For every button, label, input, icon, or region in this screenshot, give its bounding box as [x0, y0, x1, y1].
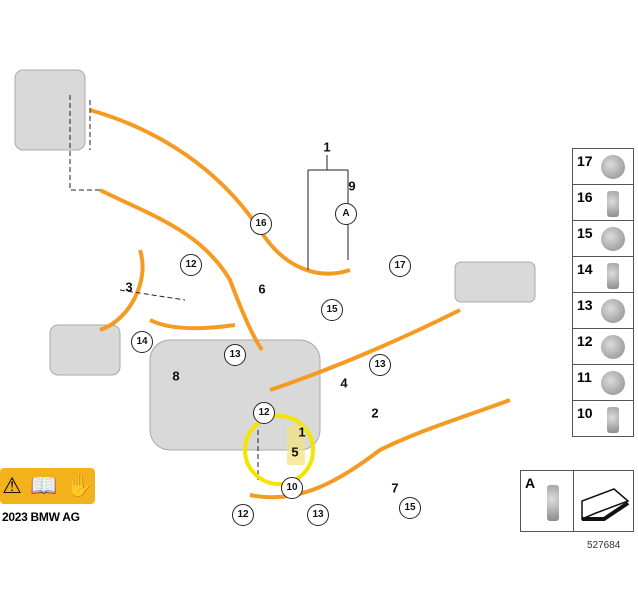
nut-icon [601, 155, 625, 179]
callout-9[interactable]: 9 [348, 178, 356, 194]
callout-3[interactable]: 3 [125, 279, 133, 295]
callout-17[interactable]: 17 [389, 255, 411, 277]
part-14[interactable]: 14 [573, 257, 633, 293]
part-a-label: A [525, 475, 536, 491]
part-a-row[interactable]: A [520, 470, 634, 532]
part-number: 15 [577, 225, 593, 241]
callout-4[interactable]: 4 [340, 375, 348, 391]
callout-16[interactable]: 16 [250, 213, 272, 235]
highlight-circle [243, 414, 315, 486]
part-number: 16 [577, 189, 593, 205]
part-16[interactable]: 16 [573, 185, 633, 221]
callout-6[interactable]: 6 [258, 281, 266, 297]
callout-10[interactable]: 10 [281, 477, 303, 499]
callout-8[interactable]: 8 [172, 368, 180, 384]
part-number: 14 [577, 261, 593, 277]
callout-12[interactable]: 12 [232, 504, 254, 526]
callout-15[interactable]: 15 [399, 497, 421, 519]
part-number: 12 [577, 333, 593, 349]
bolt-icon [607, 263, 619, 289]
arrow-icon [581, 488, 630, 521]
callout-5[interactable]: 5 [291, 444, 299, 460]
part-number: 11 [577, 369, 592, 385]
nut-icon [601, 299, 625, 323]
callout-13[interactable]: 13 [369, 354, 391, 376]
warning-label: ⚠ 📖 ✋ [0, 468, 95, 504]
callout-2[interactable]: 2 [371, 405, 379, 421]
callout-a[interactable]: A [335, 203, 357, 225]
callout-1[interactable]: 1 [298, 424, 306, 440]
stud-icon [607, 407, 619, 433]
part-15[interactable]: 15 [573, 221, 633, 257]
part-13[interactable]: 13 [573, 293, 633, 329]
callout-13[interactable]: 13 [307, 504, 329, 526]
callout-1[interactable]: 1 [323, 139, 331, 155]
transmission [149, 339, 321, 451]
nut-icon [601, 335, 625, 359]
part-number: 10 [577, 405, 593, 421]
callout-12[interactable]: 12 [180, 254, 202, 276]
electric-motor-unit [14, 69, 86, 151]
no-touch-icon: ✋ [65, 473, 93, 498]
part-number: 13 [577, 297, 593, 313]
bolt-icon [607, 191, 619, 217]
copyright: 2023 BMW AG [2, 510, 80, 524]
callout-15[interactable]: 15 [321, 299, 343, 321]
part-12[interactable]: 12 [573, 329, 633, 365]
callout-12[interactable]: 12 [253, 402, 275, 424]
screw-icon [601, 371, 625, 395]
callout-14[interactable]: 14 [131, 331, 153, 353]
high-voltage-icon: ⚠ [2, 473, 22, 498]
part-17[interactable]: 17 [573, 149, 633, 185]
compressor [49, 324, 121, 376]
nut-icon [601, 227, 625, 251]
torx-screw-icon [547, 485, 559, 521]
diagram-reference-number: 527684 [587, 540, 621, 551]
callout-13[interactable]: 13 [224, 344, 246, 366]
control-unit [454, 261, 536, 303]
part-number: 17 [577, 153, 593, 169]
read-manual-icon: 📖 [29, 473, 58, 498]
part-11[interactable]: 11 [573, 365, 633, 401]
parts-panel: 17 16 15 14 13 12 11 10 [572, 148, 634, 437]
callout-7[interactable]: 7 [391, 480, 399, 496]
part-10[interactable]: 10 [573, 401, 633, 436]
